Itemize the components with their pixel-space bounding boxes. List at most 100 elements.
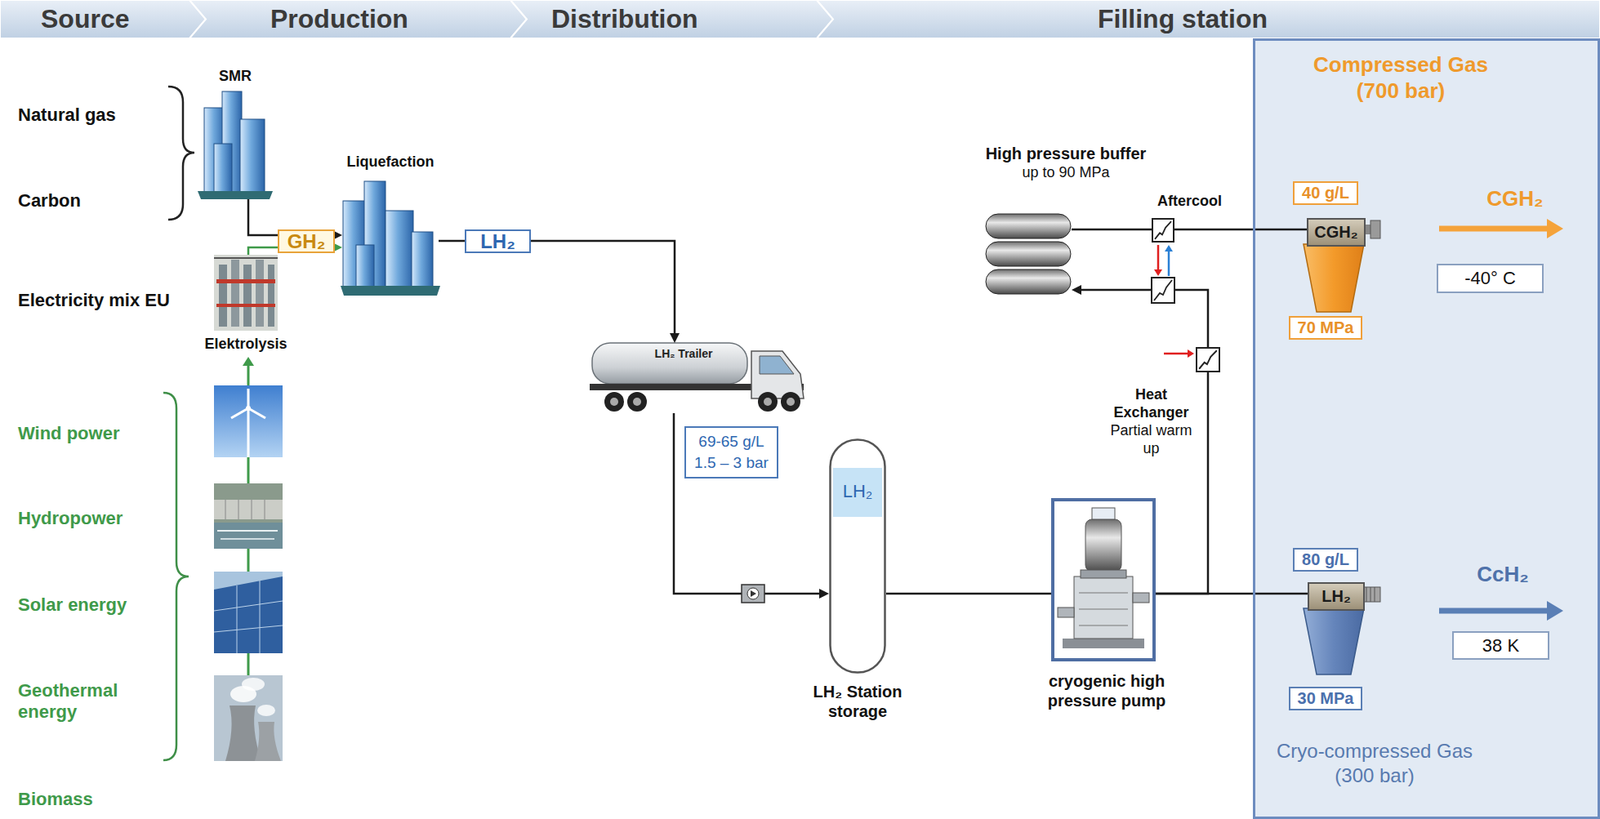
electrolysis-plant-part bbox=[216, 303, 276, 308]
node-text: Distribution bbox=[551, 0, 699, 39]
stage-chevron-part-part bbox=[510, 0, 834, 39]
stage-chevron: Filling station bbox=[816, 0, 1600, 39]
hydro-photo bbox=[213, 483, 283, 549]
flow-connector bbox=[438, 240, 465, 242]
node-text: 30 MPa bbox=[1297, 688, 1355, 709]
hydro-photo-part bbox=[264, 499, 266, 520]
node-text: Partial warm up bbox=[1104, 421, 1199, 458]
text-group: Compressed Gas (700 bar) bbox=[1290, 51, 1511, 104]
wind-photo bbox=[213, 385, 283, 458]
cryogenic-pump-part-part bbox=[1057, 607, 1075, 618]
heat-input-arrow bbox=[1163, 349, 1195, 358]
renewable-label: Wind power bbox=[17, 423, 157, 445]
aftercool-exchanger-symbol-part bbox=[1151, 277, 1175, 304]
node-text: High pressure buffer bbox=[955, 143, 1177, 164]
node-text: GH₂ bbox=[287, 231, 326, 252]
cryogenic-pump-part-part bbox=[1074, 576, 1133, 639]
node-text: cryogenic high pressure pump bbox=[1033, 671, 1181, 711]
electrolysis-plant-part bbox=[213, 257, 278, 259]
solar-photo bbox=[213, 571, 283, 654]
hydro-photo-part bbox=[238, 499, 240, 520]
connector-line bbox=[248, 247, 278, 255]
wind-photo-part bbox=[248, 408, 266, 419]
cgh2-tank-body-part bbox=[1303, 244, 1364, 312]
connector-line bbox=[1081, 289, 1208, 348]
flow-connector bbox=[886, 593, 1052, 595]
flow-connector bbox=[530, 240, 680, 344]
heat-input-arrow-part bbox=[1187, 349, 1195, 358]
heat-exchanger-part bbox=[1197, 348, 1219, 371]
stage-chevron: Source bbox=[0, 0, 206, 39]
hydro-photo-part bbox=[213, 483, 283, 549]
lh2-station-storage: LH₂LH₂ Station storage bbox=[828, 438, 887, 674]
wind-photo-part bbox=[247, 408, 250, 458]
smr-building-part bbox=[240, 119, 265, 193]
solar-photo-part bbox=[213, 601, 283, 611]
cryogenic-pump-part-part bbox=[1132, 592, 1150, 603]
renewable-feed-line-part bbox=[242, 356, 255, 366]
text-group: Aftercool bbox=[1157, 191, 1248, 210]
node-text: CGH₂ bbox=[1314, 222, 1358, 243]
source-label: Electricity mix EU bbox=[17, 289, 174, 312]
node-text: LH₂ bbox=[1321, 586, 1351, 607]
geothermal-photo-part bbox=[241, 677, 265, 691]
lh2-trailer-truck-part bbox=[786, 397, 795, 406]
arrow-head bbox=[819, 588, 829, 599]
hydro-photo-part bbox=[220, 538, 275, 540]
cryogenic-pump-part-part bbox=[1062, 638, 1145, 649]
text-group: cryogenic high pressure pump bbox=[1033, 671, 1181, 711]
geothermal-photo-part bbox=[257, 704, 276, 717]
flow-connector bbox=[1071, 285, 1208, 348]
text-group: Liquefaction bbox=[316, 152, 464, 171]
cryogenic-pump-part bbox=[1054, 501, 1153, 659]
liquefaction-plant: Liquefaction bbox=[342, 178, 439, 296]
hydro-photo-part bbox=[213, 499, 283, 520]
lh2-trailer-truck bbox=[589, 343, 804, 412]
node-text: 80 g/L bbox=[1301, 549, 1350, 571]
heat-input-arrow-part bbox=[1163, 352, 1188, 356]
node-text: Heat Exchanger bbox=[1104, 385, 1199, 422]
heat-exchanger-part-part bbox=[1198, 350, 1217, 370]
cch2-output-arrow-part bbox=[1546, 601, 1564, 621]
high-pressure-buffer-part bbox=[984, 212, 1072, 296]
pressure-box: 70 MPa bbox=[1288, 316, 1363, 340]
trailer-spec-box: 69-65 g/L1.5 – 3 bar bbox=[684, 426, 779, 479]
node-text: LH₂ bbox=[828, 481, 887, 503]
hydro-photo-part bbox=[217, 530, 278, 532]
electrolysis-plant-part bbox=[267, 264, 275, 327]
coolant-arrows-part bbox=[1157, 245, 1160, 270]
connector-line bbox=[1071, 228, 1152, 232]
cgh2-output-arrow-part bbox=[1546, 218, 1564, 239]
node-text: LH₂ Trailer bbox=[634, 347, 733, 362]
transfer-pump-symbol-part bbox=[750, 590, 757, 598]
coolant-arrows-part bbox=[1164, 245, 1173, 252]
panel-ground-part bbox=[1252, 38, 1600, 819]
solar-photo-part bbox=[213, 571, 283, 654]
node-text: 1.5 – 3 bar bbox=[694, 452, 769, 474]
gh2-tag: GH₂ bbox=[277, 229, 335, 254]
text-group: LH₂ bbox=[828, 481, 887, 503]
cgh2-output-arrow bbox=[1439, 218, 1564, 239]
renewable-brace bbox=[163, 392, 189, 761]
cryogenic-pump-part-part bbox=[1078, 592, 1128, 594]
liquefaction-building-part bbox=[340, 285, 441, 296]
geothermal-photo-part bbox=[225, 705, 262, 762]
cch2-output-arrow-part bbox=[1439, 608, 1549, 615]
renewable-brace-part bbox=[163, 392, 189, 761]
node-text: 70 MPa bbox=[1297, 317, 1355, 339]
lh2-trailer-truck-part bbox=[592, 343, 748, 384]
cryogenic-pump-part-part bbox=[1091, 508, 1115, 520]
lh2-tank-body-part bbox=[1362, 587, 1381, 602]
cryogenic-pump-part-part bbox=[1080, 570, 1127, 579]
density-box: 80 g/L bbox=[1292, 548, 1359, 572]
renewable-label: Hydropower bbox=[17, 508, 157, 530]
lh2-tag: LH₂ bbox=[464, 229, 531, 254]
arrow-head bbox=[669, 333, 680, 344]
stage-chevron-part-part bbox=[816, 0, 1600, 39]
flow-connector bbox=[673, 413, 829, 599]
dispensing-panel: Compressed Gas (700 bar)Cryo-compressed … bbox=[1252, 38, 1600, 819]
cryogenic-pump-part-part bbox=[1078, 625, 1128, 627]
lh2-tank: LH₂ bbox=[1307, 582, 1365, 611]
node-text: Production bbox=[270, 0, 409, 39]
